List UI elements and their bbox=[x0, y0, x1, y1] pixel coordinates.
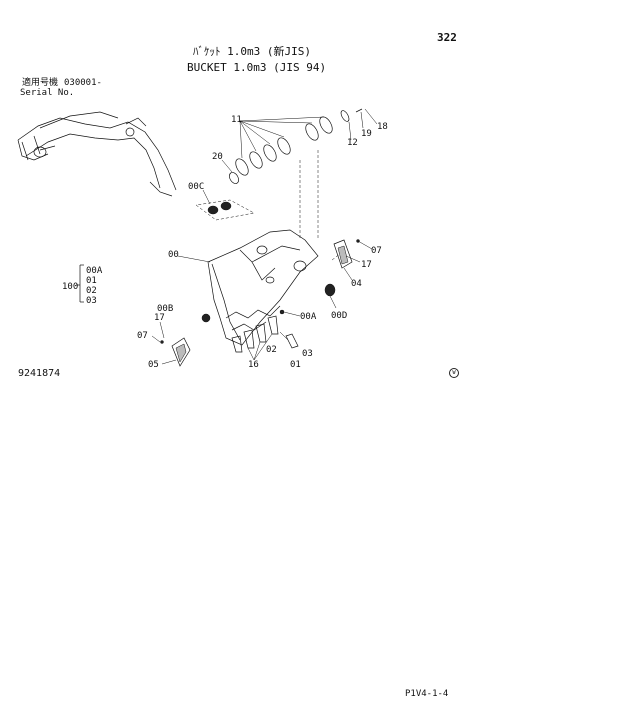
callout-17-right: 17 bbox=[361, 260, 372, 270]
bracket-group-100 bbox=[76, 264, 84, 303]
callout-00c: 00C bbox=[188, 182, 204, 192]
serial-label-english: Serial No. bbox=[20, 88, 75, 98]
bracket-item: 02 bbox=[86, 286, 97, 296]
callout-07-right: 07 bbox=[371, 246, 382, 256]
bracket-label: 100 bbox=[62, 282, 78, 292]
serial-label-japanese: 適用号機 bbox=[22, 78, 59, 88]
callout-12: 12 bbox=[347, 138, 358, 148]
footer-code: P1V4-1-4 bbox=[405, 689, 449, 699]
bucket-body bbox=[177, 229, 319, 346]
side-cutter-parts bbox=[324, 239, 373, 309]
page-number: 322 bbox=[437, 31, 457, 44]
callout-00b: 00B bbox=[157, 304, 173, 314]
callout-17-left: 17 bbox=[154, 313, 165, 323]
callout-16: 16 bbox=[248, 360, 259, 370]
ring-set bbox=[221, 108, 378, 184]
boom-arm-sketch bbox=[17, 111, 177, 197]
bracket-item: 01 bbox=[86, 276, 97, 286]
pin-set-00c bbox=[202, 189, 232, 215]
callout-00d: 00D bbox=[331, 311, 347, 321]
circled-w-mark: W bbox=[449, 368, 459, 378]
bracket-item: 03 bbox=[86, 296, 97, 306]
title-english: BUCKET 1.0m3 (JIS 94) bbox=[187, 61, 327, 74]
callout-07-left: 07 bbox=[137, 331, 148, 341]
callout-20: 20 bbox=[212, 152, 223, 162]
title-japanese: ﾊﾞｹｯﾄ 1.0m3 (新JIS) bbox=[193, 45, 311, 58]
callout-03: 03 bbox=[302, 349, 313, 359]
bucket-teeth bbox=[231, 309, 301, 361]
callout-02: 02 bbox=[266, 345, 277, 355]
callout-01: 01 bbox=[290, 360, 301, 370]
callout-05: 05 bbox=[148, 360, 159, 370]
callout-04: 04 bbox=[351, 279, 362, 289]
side-plate-parts bbox=[151, 321, 191, 367]
callout-11: 11 bbox=[231, 115, 242, 125]
callout-18: 18 bbox=[377, 122, 388, 132]
serial-value: 030001- bbox=[64, 78, 102, 88]
callout-19: 19 bbox=[361, 129, 372, 139]
document-number: 9241874 bbox=[18, 368, 61, 379]
bracket-item: 00A bbox=[86, 266, 103, 276]
callout-00: 00 bbox=[168, 250, 179, 260]
callout-00a: 00A bbox=[300, 312, 317, 322]
construction-lines bbox=[195, 150, 346, 261]
